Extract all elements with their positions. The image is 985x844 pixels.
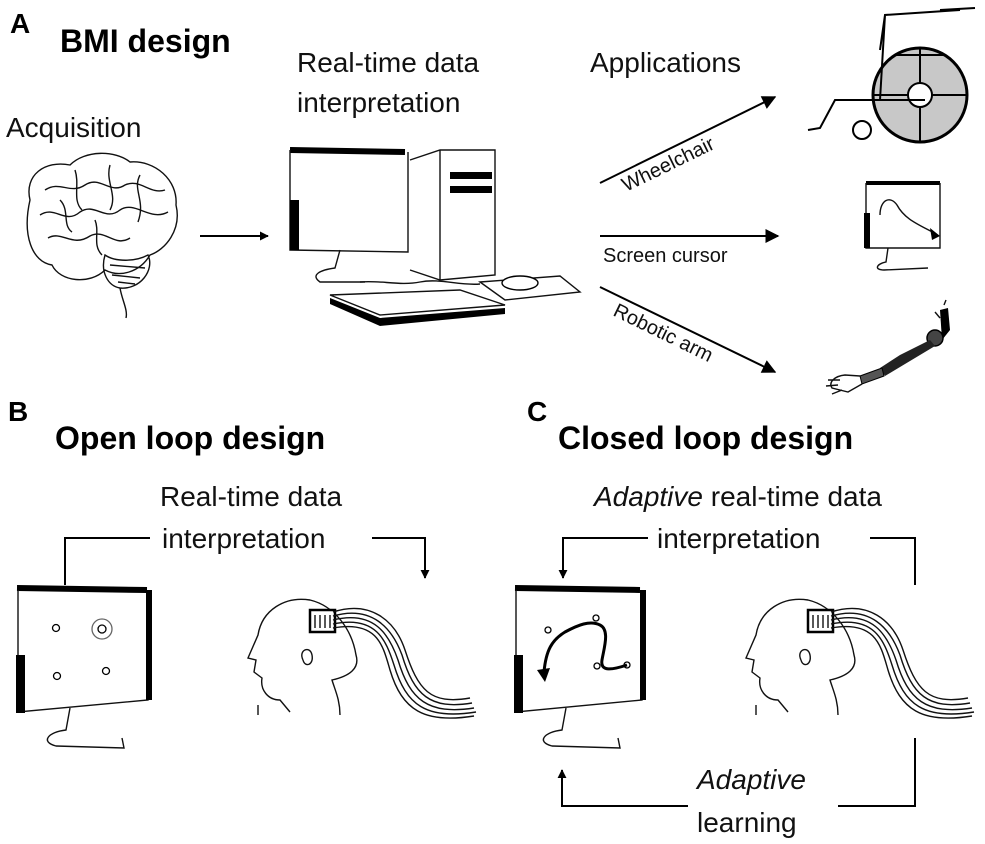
panel-b-arrow bbox=[372, 537, 430, 579]
target-dot bbox=[52, 671, 62, 681]
panel-c-learning-bracket bbox=[838, 738, 916, 807]
panel-c: C Closed loop design Adaptive real-time … bbox=[514, 396, 975, 838]
target-dot bbox=[101, 666, 111, 676]
closed-loop-monitor-icon bbox=[514, 585, 646, 749]
cursor-trajectory bbox=[542, 621, 628, 673]
interpretation-label-line2: interpretation bbox=[297, 87, 460, 118]
wheelchair-icon bbox=[807, 7, 976, 144]
cursor-monitor-icon bbox=[864, 181, 941, 271]
interpretation-label-line1: Real-time data bbox=[297, 47, 480, 78]
cursor-label: Screen cursor bbox=[603, 245, 728, 267]
panel-b: B Open loop design Real-time data interp… bbox=[8, 396, 477, 749]
panel-b-title: Open loop design bbox=[55, 420, 325, 456]
computer-icon bbox=[289, 147, 582, 326]
panel-b-letter: B bbox=[8, 396, 28, 427]
panel-b-bracket-left bbox=[64, 537, 150, 585]
open-loop-head-icon bbox=[247, 598, 477, 719]
panel-c-interp-line2: interpretation bbox=[657, 523, 820, 554]
target-dot bbox=[51, 623, 61, 633]
acquisition-label: Acquisition bbox=[6, 112, 141, 143]
panel-c-interp-bracket bbox=[870, 537, 916, 585]
panel-c-letter: C bbox=[527, 396, 547, 427]
panel-c-title: Closed loop design bbox=[558, 420, 853, 456]
robotic-arm-arrow bbox=[599, 286, 777, 373]
panel-c-interp-line1: Adaptive real-time data bbox=[592, 481, 882, 512]
panel-b-interp-line2: interpretation bbox=[162, 523, 325, 554]
panel-c-interp-arrow bbox=[558, 537, 648, 579]
wheelchair-arrow bbox=[599, 96, 777, 184]
panel-b-interp-line1: Real-time data bbox=[160, 481, 343, 512]
robotic-arm-label: Robotic arm bbox=[610, 300, 717, 367]
closed-loop-head-icon bbox=[745, 598, 975, 719]
wheelchair-label: Wheelchair bbox=[619, 133, 719, 197]
panel-c-learning-line2: learning bbox=[697, 807, 797, 838]
applications-label: Applications bbox=[590, 47, 741, 78]
panel-a: A BMI design Acquisition Real-time data … bbox=[6, 7, 976, 395]
brain-icon bbox=[26, 152, 178, 319]
panel-c-learning-arrow bbox=[557, 769, 688, 807]
panel-c-learning-line1: Adaptive bbox=[695, 764, 806, 795]
panel-a-letter: A bbox=[10, 8, 30, 39]
open-loop-monitor-icon bbox=[16, 585, 152, 749]
panel-a-title: BMI design bbox=[60, 23, 231, 59]
robotic-arm-icon bbox=[825, 299, 950, 395]
